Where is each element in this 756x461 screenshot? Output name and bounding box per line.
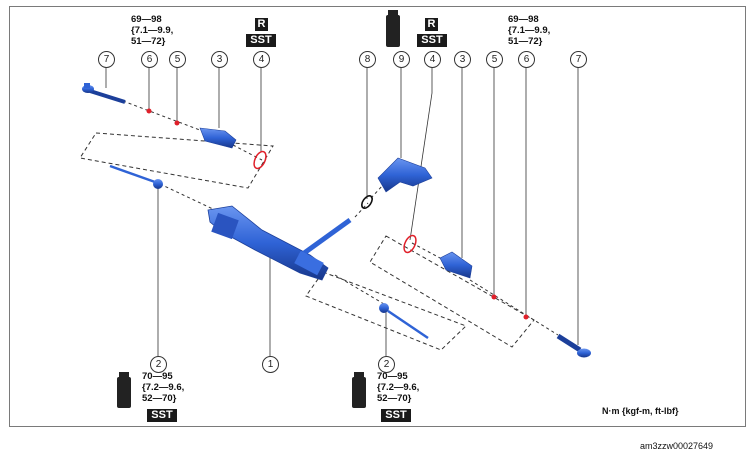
right-tie-rod-group-outline [305, 271, 467, 351]
callout-9: 9 [393, 51, 410, 68]
grease-tube-icon-left [117, 372, 131, 408]
rack-housing-cover-part [377, 157, 433, 193]
callout-5-left: 5 [169, 51, 186, 68]
lock-nut-outer-right-marker [523, 314, 529, 320]
diagram-frame [9, 6, 746, 427]
callout-4-left: 4 [253, 51, 270, 68]
replace-badge-left: R [255, 18, 268, 31]
torque-label-lock-nut-left: 69—98 {7.1—9.9, 51—72} [131, 14, 174, 47]
lock-nut-inner-right-marker [491, 294, 497, 300]
callout-2-right: 2 [378, 356, 395, 373]
tie-rod-right-part [379, 303, 429, 340]
callout-5-right: 5 [486, 51, 503, 68]
callout-leader-lines [105, 66, 579, 356]
callout-1: 1 [262, 356, 279, 373]
torque-label-tie-rod-right: 70—95 {7.2—9.6, 52—70} [377, 371, 420, 404]
callout-7-right: 7 [570, 51, 587, 68]
steering-gear-body-part [207, 205, 352, 281]
lock-nut-outer-left-marker [146, 108, 152, 114]
torque-units-note: N·m {kgf-m, ft-lbf} [602, 406, 679, 416]
sst-badge-top-right: SST [417, 34, 447, 47]
grease-tube-icon-right [352, 372, 366, 408]
sst-badge-bottom-left: SST [147, 409, 177, 422]
callout-2-left: 2 [150, 356, 167, 373]
right-boot-group-outline [369, 235, 535, 348]
torque-label-lock-nut-right: 69—98 {7.1—9.9, 51—72} [508, 14, 551, 47]
callout-3-right: 3 [454, 51, 471, 68]
callout-6-left: 6 [141, 51, 158, 68]
callout-6-right: 6 [518, 51, 535, 68]
grease-tube-icon-top [386, 10, 400, 47]
boot-right-part [439, 251, 473, 279]
tie-rod-left-part [109, 164, 163, 189]
document-id: am3zzw00027649 [640, 441, 714, 451]
boot-band-right-part [403, 234, 417, 254]
lock-nut-inner-left-marker [174, 120, 180, 126]
o-ring-part [361, 195, 373, 209]
callout-7-left: 7 [98, 51, 115, 68]
callout-4-right: 4 [424, 51, 441, 68]
callout-8: 8 [359, 51, 376, 68]
boot-band-left-part [253, 150, 267, 170]
boot-left-part [199, 127, 237, 149]
assembly-axis-lines [122, 100, 559, 336]
tie-rod-end-left-part [82, 83, 126, 104]
replace-badge-right: R [425, 18, 438, 31]
sst-badge-top-left: SST [246, 34, 276, 47]
torque-label-tie-rod-left: 70—95 {7.2—9.6, 52—70} [142, 371, 185, 404]
left-boot-group-outline [79, 132, 274, 189]
tie-rod-end-right-part [556, 333, 591, 358]
sst-badge-bottom-right: SST [381, 409, 411, 422]
callout-3-left: 3 [211, 51, 228, 68]
